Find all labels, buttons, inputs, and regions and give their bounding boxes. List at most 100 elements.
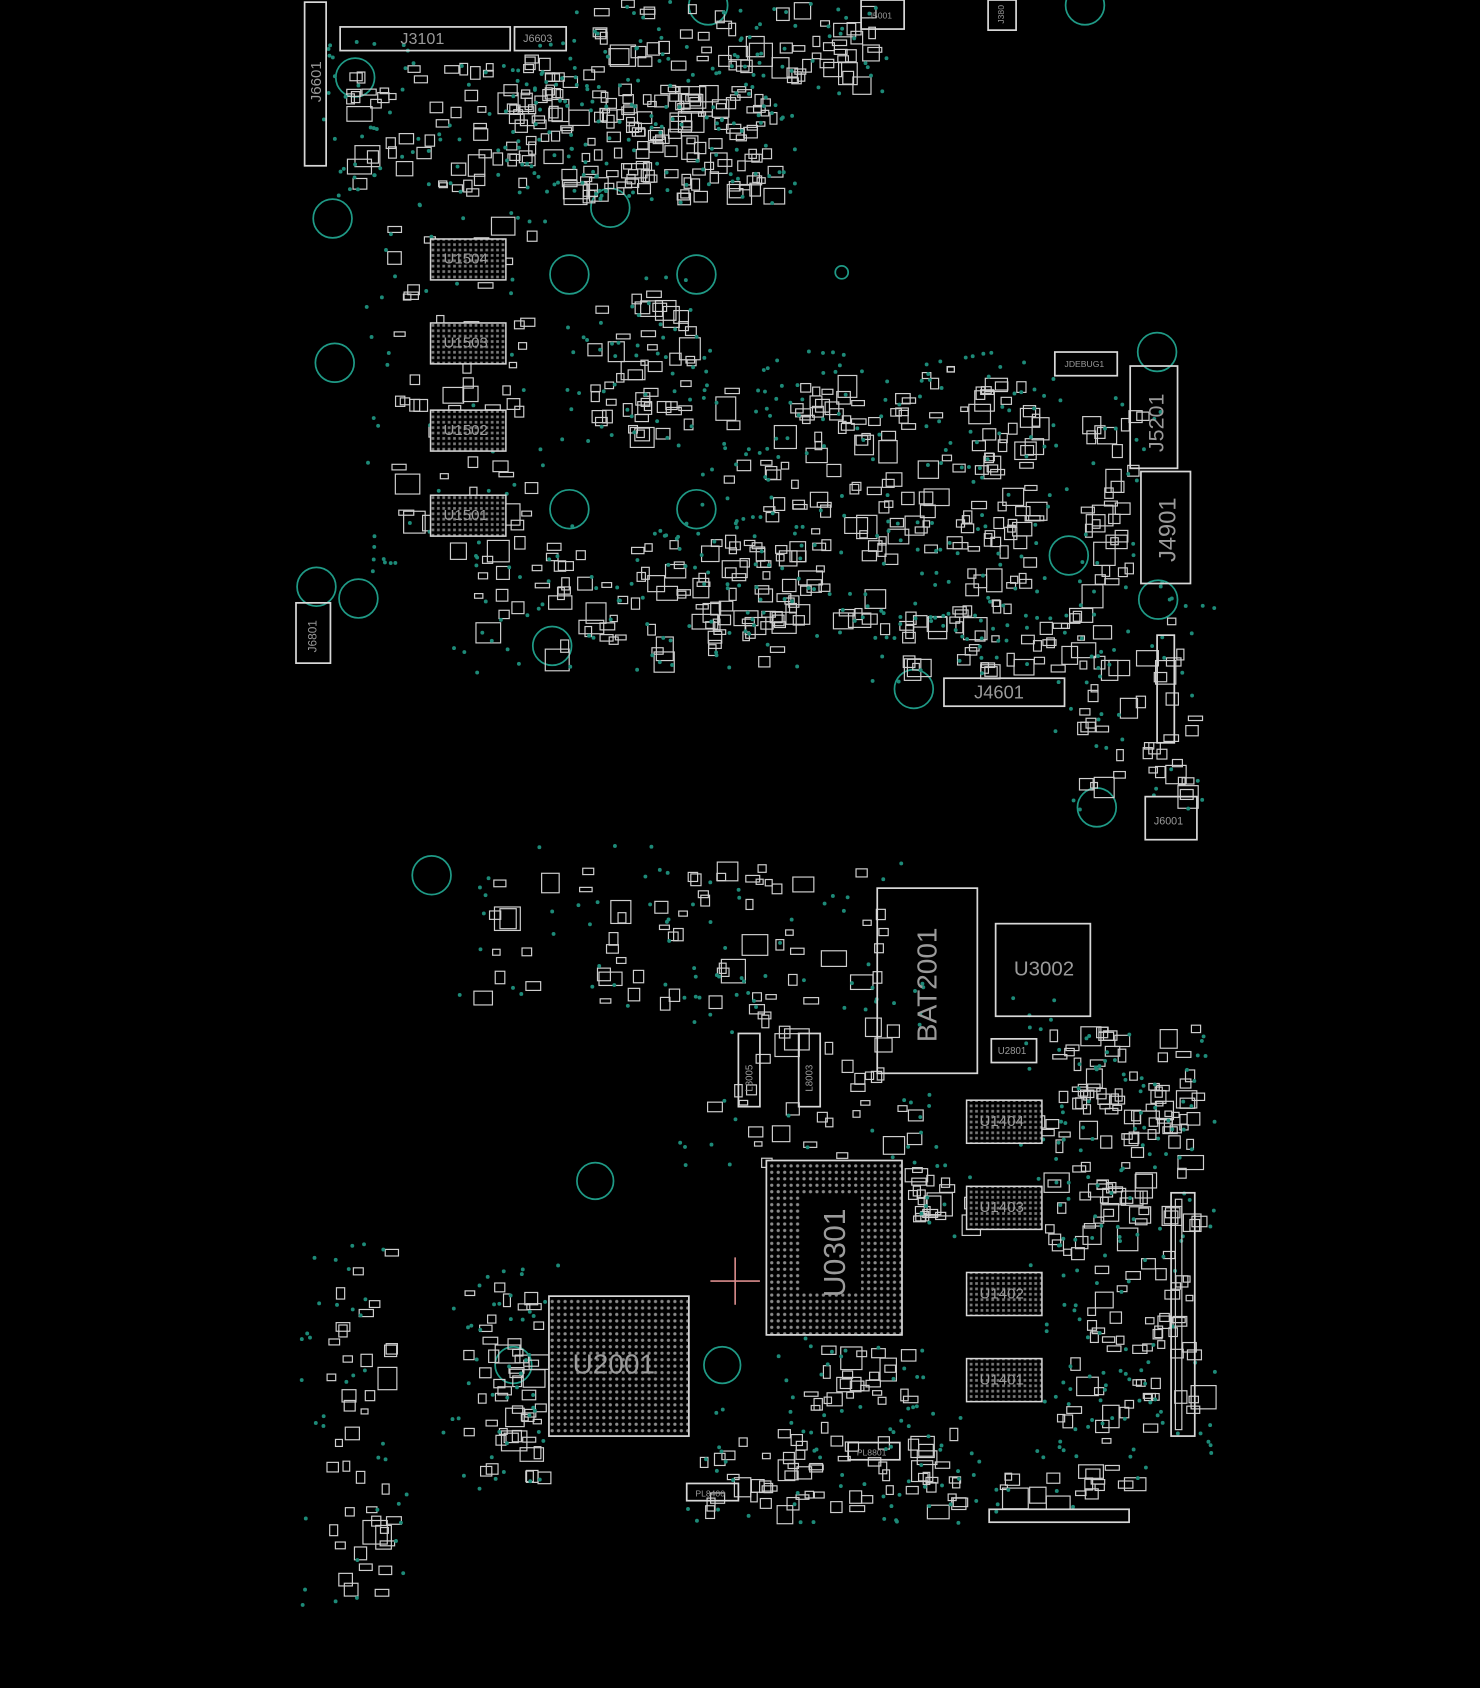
inductor-pl8400[interactable]: PL8400 <box>685 1482 740 1502</box>
chip-u1502[interactable]: U1502 <box>429 409 507 452</box>
chip-u1504[interactable]: U1504 <box>429 238 507 281</box>
smd-component <box>852 1110 861 1118</box>
via <box>759 51 764 56</box>
chip-u2001[interactable]: U2001 <box>548 1295 690 1437</box>
inductor-pl8801[interactable]: PL8801 <box>847 1441 901 1461</box>
smd-component <box>859 530 868 539</box>
cpu-u0301[interactable]: U0301 <box>765 1159 903 1336</box>
smd-component <box>965 583 980 597</box>
via <box>1093 1214 1098 1219</box>
chip-u1402[interactable]: U1402 <box>965 1271 1043 1317</box>
smd-component <box>802 58 812 73</box>
smd-component <box>1113 770 1126 779</box>
chip-u1401[interactable]: U1401 <box>965 1357 1043 1403</box>
connector-dimm-right[interactable] <box>1170 1191 1196 1437</box>
via <box>1095 1183 1100 1188</box>
via <box>1131 1447 1136 1452</box>
smd-component <box>534 582 551 589</box>
via <box>779 383 784 388</box>
smd-component <box>1148 742 1161 755</box>
via <box>676 443 681 448</box>
via <box>551 931 556 936</box>
smd-component <box>667 86 680 93</box>
via <box>1119 1168 1124 1173</box>
via <box>366 460 370 465</box>
connector-side-right[interactable] <box>1156 634 1176 744</box>
via <box>772 7 777 11</box>
via <box>561 41 565 46</box>
smd-component <box>796 73 806 82</box>
via <box>920 981 925 986</box>
smd-component <box>792 615 805 626</box>
smd-component <box>1112 1104 1123 1111</box>
via <box>767 563 771 568</box>
smd-component <box>1094 425 1106 439</box>
via <box>381 557 386 561</box>
via <box>1061 1137 1066 1142</box>
chip-u1404[interactable]: U1404 <box>965 1099 1043 1145</box>
via <box>1119 1289 1124 1294</box>
smd-component <box>1080 506 1095 514</box>
connector-j3101[interactable]: J3101 <box>339 26 512 52</box>
smd-component <box>698 572 707 583</box>
smd-component <box>784 1470 799 1481</box>
via <box>593 29 597 34</box>
smd-component <box>962 605 973 617</box>
via <box>1097 674 1102 679</box>
via <box>708 880 713 885</box>
smd-component <box>752 992 763 1002</box>
chip-u1501[interactable]: U1501 <box>429 494 507 537</box>
smd-component <box>1041 1128 1055 1137</box>
via <box>855 426 860 431</box>
via <box>1189 631 1194 636</box>
inductor-l8005[interactable]: L8005 <box>737 1032 761 1108</box>
connector-j4901[interactable]: J4901 <box>1140 470 1192 585</box>
connector-j5201[interactable]: J5201 <box>1129 365 1179 470</box>
connector-bottom-strip[interactable] <box>988 1508 1130 1524</box>
smd-component <box>1094 1483 1105 1492</box>
smd-component <box>1079 708 1091 716</box>
smd-component <box>990 536 1002 548</box>
smd-component <box>1119 1197 1134 1204</box>
via <box>998 364 1003 369</box>
via <box>1042 393 1047 398</box>
smd-component <box>821 1345 837 1355</box>
smd-component <box>761 1452 771 1460</box>
battery-bat2001[interactable]: BAT2001 <box>876 887 979 1075</box>
smd-component <box>1018 572 1027 584</box>
chip-u1403[interactable]: U1403 <box>965 1185 1043 1231</box>
smd-component <box>980 386 992 394</box>
smd-component <box>717 614 732 626</box>
via <box>528 1479 533 1484</box>
smd-component <box>673 561 685 570</box>
connector-j4601[interactable]: J4601 <box>943 677 1066 708</box>
via <box>595 31 600 36</box>
via <box>1011 996 1016 1001</box>
connector-j5001[interactable]: J5001 <box>860 0 906 30</box>
connector-jdebug1[interactable]: JDEBUG1 <box>1053 351 1119 377</box>
via <box>792 147 797 152</box>
smd-component <box>826 1392 843 1407</box>
chip-u1503[interactable]: U1503 <box>429 322 507 365</box>
via <box>892 1001 896 1006</box>
connector-j6801[interactable]: J6801 <box>295 601 332 665</box>
chip-u2801[interactable]: U2801 <box>990 1037 1038 1064</box>
via <box>569 146 574 151</box>
via <box>662 533 667 538</box>
inductor-l8003[interactable]: L8003 <box>797 1032 822 1108</box>
smd-component <box>1142 1392 1156 1399</box>
chip-u3002[interactable]: U3002 <box>994 922 1092 1018</box>
via <box>1096 654 1101 658</box>
via <box>1087 1374 1092 1379</box>
smd-component <box>346 93 355 105</box>
smd-component <box>326 1461 340 1473</box>
connector-j6603[interactable]: J6603 <box>513 26 568 52</box>
smd-component <box>1045 1118 1060 1130</box>
smd-component <box>1143 741 1155 750</box>
via <box>471 403 476 408</box>
connector-j6001[interactable]: J6001 <box>1144 795 1198 841</box>
connector-j6601[interactable]: J6601 <box>303 1 327 167</box>
connector-j380[interactable]: J380 <box>987 0 1017 32</box>
via <box>556 1263 561 1268</box>
